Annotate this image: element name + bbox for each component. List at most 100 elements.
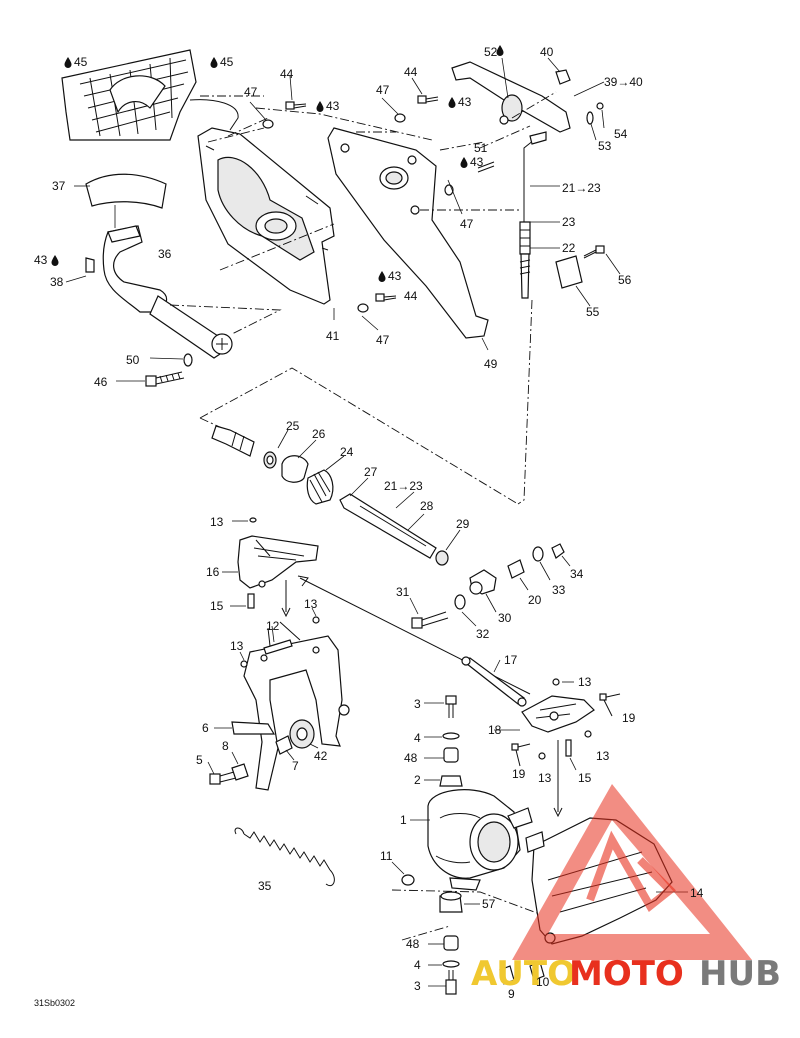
callout-label: 22 [562,241,576,255]
oil-drop-icon [210,57,218,68]
shaft-part-27 [211,425,255,457]
callout-label: 8 [222,739,229,753]
callout-label: 4 [414,731,421,745]
callout-label: 35 [258,879,272,893]
frame-bracket-part-6 [231,635,350,791]
callout-label: 32 [476,627,490,641]
callout-label: 52 [484,45,498,59]
callout-label: 19 [622,711,636,725]
housing-part-41 [197,127,335,305]
callout-label: 24 [340,445,354,459]
callout-label: 14 [690,886,704,900]
callout-label: 15 [210,599,224,613]
callout-label: 25 [286,419,300,433]
nozzle-part-1 [427,789,533,891]
callout-label: 4 [414,958,421,972]
callout-label: 28 [420,499,434,513]
watermark-hub: HUB [699,954,781,994]
callout-label: 13 [578,675,592,689]
callout-label: 21→23 [384,479,423,493]
callout-label: 50 [126,353,140,367]
callout-label: 51 [474,141,488,155]
oil-drop-icon [51,255,59,266]
callout-label: 48 [406,937,420,951]
callout-label: 9 [508,987,515,1001]
oil-drop-icon [496,45,504,56]
callout-label: 17 [504,653,518,667]
callout-label: 47 [460,217,474,231]
callout-label: 43 [458,95,472,109]
lever-plate-part-18 [521,695,595,733]
stack-upper [439,695,463,787]
callout-label: 3 [414,979,421,993]
callout-label: 43 [326,99,340,113]
callout-label: 13 [230,639,244,653]
callout-label: 38 [50,275,64,289]
pedal-arm-part-36 [102,225,233,359]
callout-label: 44 [280,67,294,81]
callout-label: 44 [404,289,418,303]
callout-label: 47 [376,333,390,347]
callout-label: 56 [618,273,632,287]
callout-label: 13 [596,749,610,763]
flap-part-37 [85,173,167,209]
callout-label: 18 [488,723,502,737]
callout-label: 45 [220,55,234,69]
callout-label: 30 [498,611,512,625]
callout-label: 37 [52,179,66,193]
callout-label: 54 [614,127,628,141]
callout-label: 20 [528,593,542,607]
callout-label: 33 [552,583,566,597]
callout-label: 39→40 [604,75,643,89]
watermark-auto: AUTO [471,954,576,994]
callout-label: 10 [536,975,550,989]
callout-label: 21→23 [562,181,601,195]
oil-drop-icon [316,101,324,112]
callout-label: 23 [562,215,576,229]
callout-label: 15 [578,771,592,785]
callout-label: 13 [538,771,552,785]
drawing-code: 31Sb0302 [34,998,75,1008]
callout-label: 1 [400,813,407,827]
callout-label: 36 [158,247,172,261]
callout-label: 44 [404,65,418,79]
callout-label: 27 [364,465,378,479]
callout-label: 13 [210,515,224,529]
callout-label: 6 [202,721,209,735]
oil-drop-icon [448,97,456,108]
rod-part-17 [460,656,527,707]
callout-label: 29 [456,517,470,531]
callout-label: 43 [34,253,48,267]
oil-drop-icon [64,57,72,68]
oil-drop-icon [460,157,468,168]
callout-label: 45 [74,55,88,69]
lever-part-52 [451,61,571,133]
callout-label: 40 [540,45,554,59]
plate-part-49 [327,127,489,339]
watermark-moto: MOTO [569,954,684,994]
callout-label: 11 [380,849,393,863]
callout-label: 53 [598,139,612,153]
callout-label: 42 [314,749,328,763]
oil-drop-icon [378,271,386,282]
bracket-part-16 [237,535,319,589]
callout-label: 5 [196,753,203,767]
callout-label: 49 [484,357,498,371]
callout-label: 19 [512,767,526,781]
callout-label: 34 [570,567,584,581]
cable-part-21-23 [519,131,547,299]
stack-lower [439,891,463,995]
callout-label: 46 [94,375,108,389]
callout-label: 55 [586,305,600,319]
callout-label: 43 [470,155,484,169]
callout-label: 47 [244,85,258,99]
air-cover-part-45 [61,49,239,141]
bolt-part-46 [145,371,185,387]
callout-label: 57 [482,897,496,911]
callout-label: 43 [388,269,402,283]
callout-label: 47 [376,83,390,97]
spring-part-35 [234,827,335,886]
callout-label: 41 [326,329,340,343]
watermark-triangle [512,784,752,960]
